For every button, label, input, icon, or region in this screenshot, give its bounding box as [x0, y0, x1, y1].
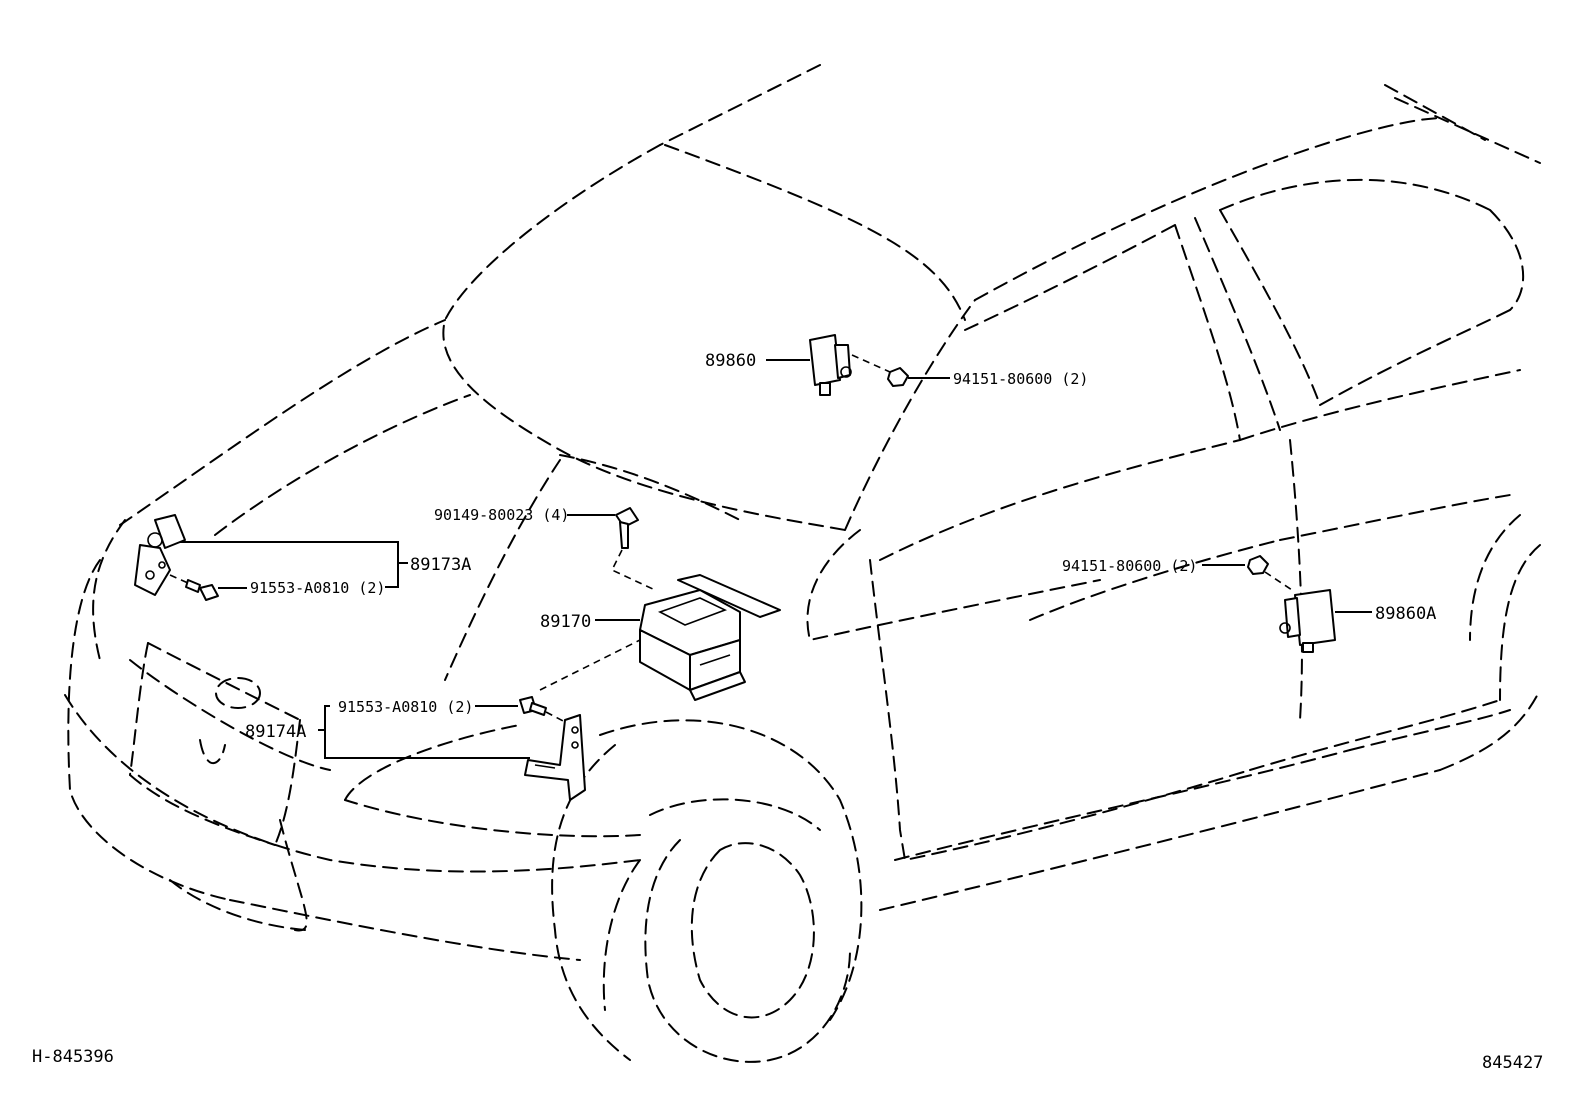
bolt-front-rh-path — [545, 711, 566, 723]
front-sensor-rh-callout: 89174A — [245, 722, 306, 742]
nut-side-rear-part — [1247, 555, 1269, 575]
bolt-front-lh-callout: 91553-A0810 (2) — [250, 579, 385, 597]
side-sensor-front-part — [809, 334, 852, 396]
front-sensor-lh-leader — [180, 541, 399, 588]
page-ref: 845427 — [1482, 1053, 1543, 1073]
ecu-bolt-callout: 90149-80023 (4) — [434, 506, 569, 524]
ecu-bolt-path — [610, 549, 656, 591]
ecu-bolt-part — [615, 507, 639, 549]
side-sensor-rear-callout: 89860A — [1375, 604, 1436, 624]
front-sensor-rh-leader — [324, 705, 530, 759]
airbag-ecu-callout: 89170 — [540, 612, 591, 632]
nut-side-front-part — [887, 367, 909, 387]
front-sensor-lh-callout: 89173A — [410, 555, 471, 575]
bolt-front-rh-callout: 91553-A0810 (2) — [338, 698, 473, 716]
side-sensor-front-callout: 89860 — [705, 351, 756, 371]
nut-side-rear-callout: 94151-80600 (2) — [1062, 557, 1197, 575]
nut-side-rear-path — [1264, 571, 1293, 591]
diagram-id: H-845396 — [32, 1047, 114, 1067]
bolt-front-rh-part — [519, 696, 547, 716]
side-sensor-rear-part — [1279, 589, 1336, 653]
front-sensor-rh-part — [524, 714, 586, 801]
nut-side-front-path — [851, 354, 891, 373]
front-sensor-lh-part — [134, 514, 186, 596]
bracket-to-ecu-path — [539, 639, 641, 691]
car-body-outline — [64, 64, 1541, 1063]
bolt-front-lh-path — [169, 574, 189, 584]
airbag-ecu-part — [639, 574, 781, 701]
nut-side-front-callout: 94151-80600 (2) — [953, 370, 1088, 388]
bolt-front-lh-part — [185, 579, 219, 601]
